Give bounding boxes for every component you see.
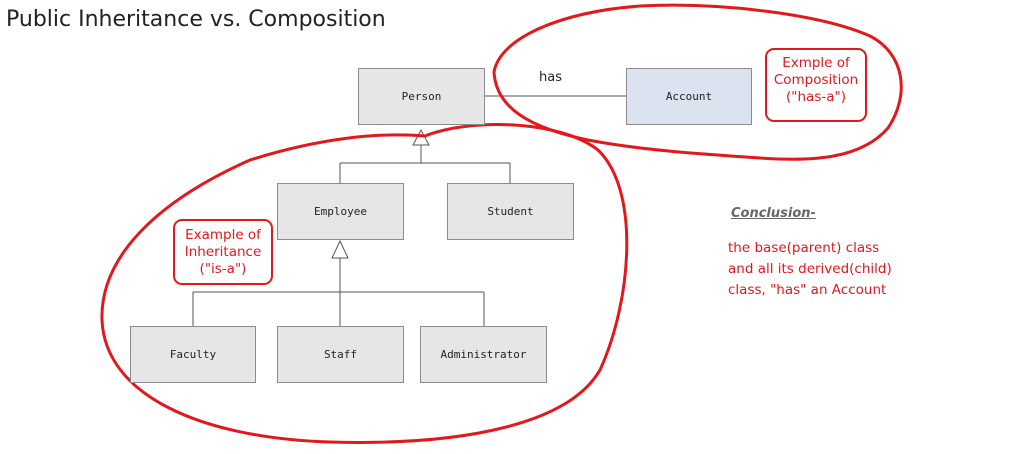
conclusion-line: class, "has" an Account bbox=[728, 282, 887, 298]
inheritance-note-line: Example of bbox=[185, 227, 261, 243]
employee-generalization-arrow bbox=[331, 239, 349, 259]
composition-note-line: Composition bbox=[773, 72, 859, 88]
inheritance-note-line: Inheritance bbox=[184, 244, 262, 260]
composition-red-circle bbox=[492, 3, 903, 161]
faculty-class-box: Faculty bbox=[130, 326, 256, 383]
account-class-box: Account bbox=[626, 68, 752, 125]
conclusion-line: the base(parent) class bbox=[728, 240, 880, 256]
inheritance-note-frame bbox=[173, 219, 273, 285]
person-class-box: Person bbox=[358, 68, 485, 125]
inheritance-note-line: ("is-a") bbox=[199, 261, 247, 277]
composition-note-line: ("has-a") bbox=[786, 89, 846, 105]
student-class-box: Student bbox=[447, 183, 574, 240]
conclusion-text: the base(parent) class and all its deriv… bbox=[728, 238, 892, 301]
page-title: Public Inheritance vs. Composition bbox=[6, 7, 386, 32]
administrator-class-box: Administrator bbox=[420, 326, 547, 383]
conclusion-line: and all its derived(child) bbox=[728, 261, 892, 277]
inheritance-red-circle bbox=[100, 123, 629, 444]
inheritance-note: Example of Inheritance ("is-a") bbox=[175, 227, 271, 278]
composition-note: Exmple of Composition ("has-a") bbox=[767, 55, 865, 106]
employee-class-box: Employee bbox=[277, 183, 404, 240]
staff-class-box: Staff bbox=[277, 326, 404, 383]
association-label: has bbox=[539, 70, 562, 85]
composition-note-line: Exmple of bbox=[782, 55, 850, 71]
composition-note-frame bbox=[765, 48, 867, 122]
conclusion-heading: Conclusion- bbox=[731, 206, 816, 221]
person-generalization-arrow bbox=[412, 128, 430, 146]
